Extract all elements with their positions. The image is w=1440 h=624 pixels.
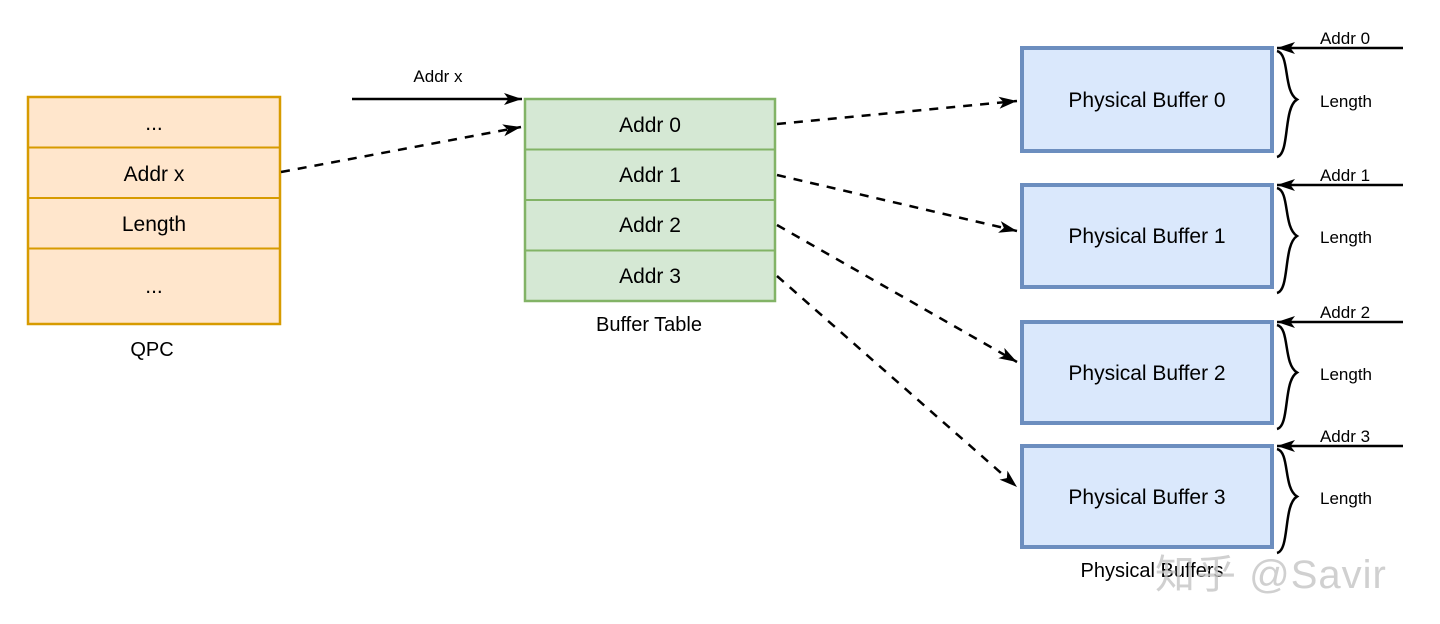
- physical-buffer-0-label: Physical Buffer 0: [1068, 89, 1225, 112]
- physical-buffer-0-addr-label: Addr 0: [1320, 29, 1370, 48]
- physical-buffer-0-box: [1020, 46, 1274, 153]
- qpc-row-ellipsis-bottom: ...: [145, 275, 163, 298]
- buffer-table-row-addr0: Addr 0: [619, 114, 681, 137]
- physical-buffer-3-box: [1020, 444, 1274, 549]
- buffer-table-block: Addr 0 Addr 1 Addr 2 Addr 3 Buffer Table: [523, 97, 777, 336]
- addr3-to-pb3-arrow: [776, 275, 1018, 488]
- buffer-table-row-addr2: Addr 2: [619, 214, 681, 237]
- physical-buffer-2-box: [1020, 320, 1274, 425]
- physical-buffer-3-addr-label: Addr 3: [1320, 427, 1370, 446]
- physical-buffer-2-length-brace: [1276, 323, 1300, 431]
- addr1-to-pb1-arrow: [776, 173, 1018, 233]
- physical-buffer-2-length-label: Length: [1320, 365, 1372, 384]
- physical-buffer-1-addr-label: Addr 1: [1320, 166, 1370, 185]
- buffer-table-caption: Buffer Table: [596, 314, 702, 336]
- qpc-block: ... Addr x Length ... QPC: [26, 95, 282, 361]
- physical-buffer-2: Physical Buffer 2 Addr 2 Length: [1020, 303, 1403, 431]
- physical-buffer-1: Physical Buffer 1 Addr 1 Length: [1020, 166, 1403, 295]
- qpc-row-length: Length: [122, 213, 186, 236]
- physical-buffer-0: Physical Buffer 0 Addr 0 Length: [1020, 29, 1403, 159]
- table-to-buffers-arrows: [776, 96, 1018, 488]
- physical-buffer-3: Physical Buffer 3 Addr 3 Length: [1020, 427, 1403, 555]
- physical-buffer-1-length-label: Length: [1320, 228, 1372, 247]
- physical-buffer-0-length-label: Length: [1320, 92, 1372, 111]
- addr0-to-pb0-arrow: [776, 96, 1018, 126]
- physical-buffer-3-length-label: Length: [1320, 489, 1372, 508]
- qpc-row-ellipsis-top: ...: [145, 112, 163, 135]
- physical-buffer-2-addr-label: Addr 2: [1320, 303, 1370, 322]
- buffer-table-row-addr1: Addr 1: [619, 164, 681, 187]
- physical-buffer-2-label: Physical Buffer 2: [1068, 362, 1225, 385]
- qpc-row-addr-x: Addr x: [124, 163, 185, 186]
- qpc-caption: QPC: [130, 339, 173, 361]
- qpc-to-buffer-table-arrow: [280, 124, 522, 174]
- buffer-table-row-addr3: Addr 3: [619, 265, 681, 288]
- lookup-arrow-label: Addr x: [413, 67, 463, 86]
- watermark: 知乎 @Savir: [1155, 553, 1387, 597]
- physical-buffer-0-length-brace: [1276, 49, 1300, 159]
- lookup-arrow: Addr x: [352, 67, 522, 105]
- physical-buffer-1-box: [1020, 183, 1274, 289]
- addr2-to-pb2-arrow: [776, 223, 1018, 364]
- physical-buffer-1-length-brace: [1276, 186, 1300, 295]
- qpc-box: [26, 95, 282, 326]
- physical-buffers-caption: Physical Buffers: [1080, 560, 1223, 582]
- physical-buffer-3-length-brace: [1276, 447, 1300, 555]
- physical-buffer-3-label: Physical Buffer 3: [1068, 486, 1225, 509]
- physical-buffer-1-label: Physical Buffer 1: [1068, 225, 1225, 248]
